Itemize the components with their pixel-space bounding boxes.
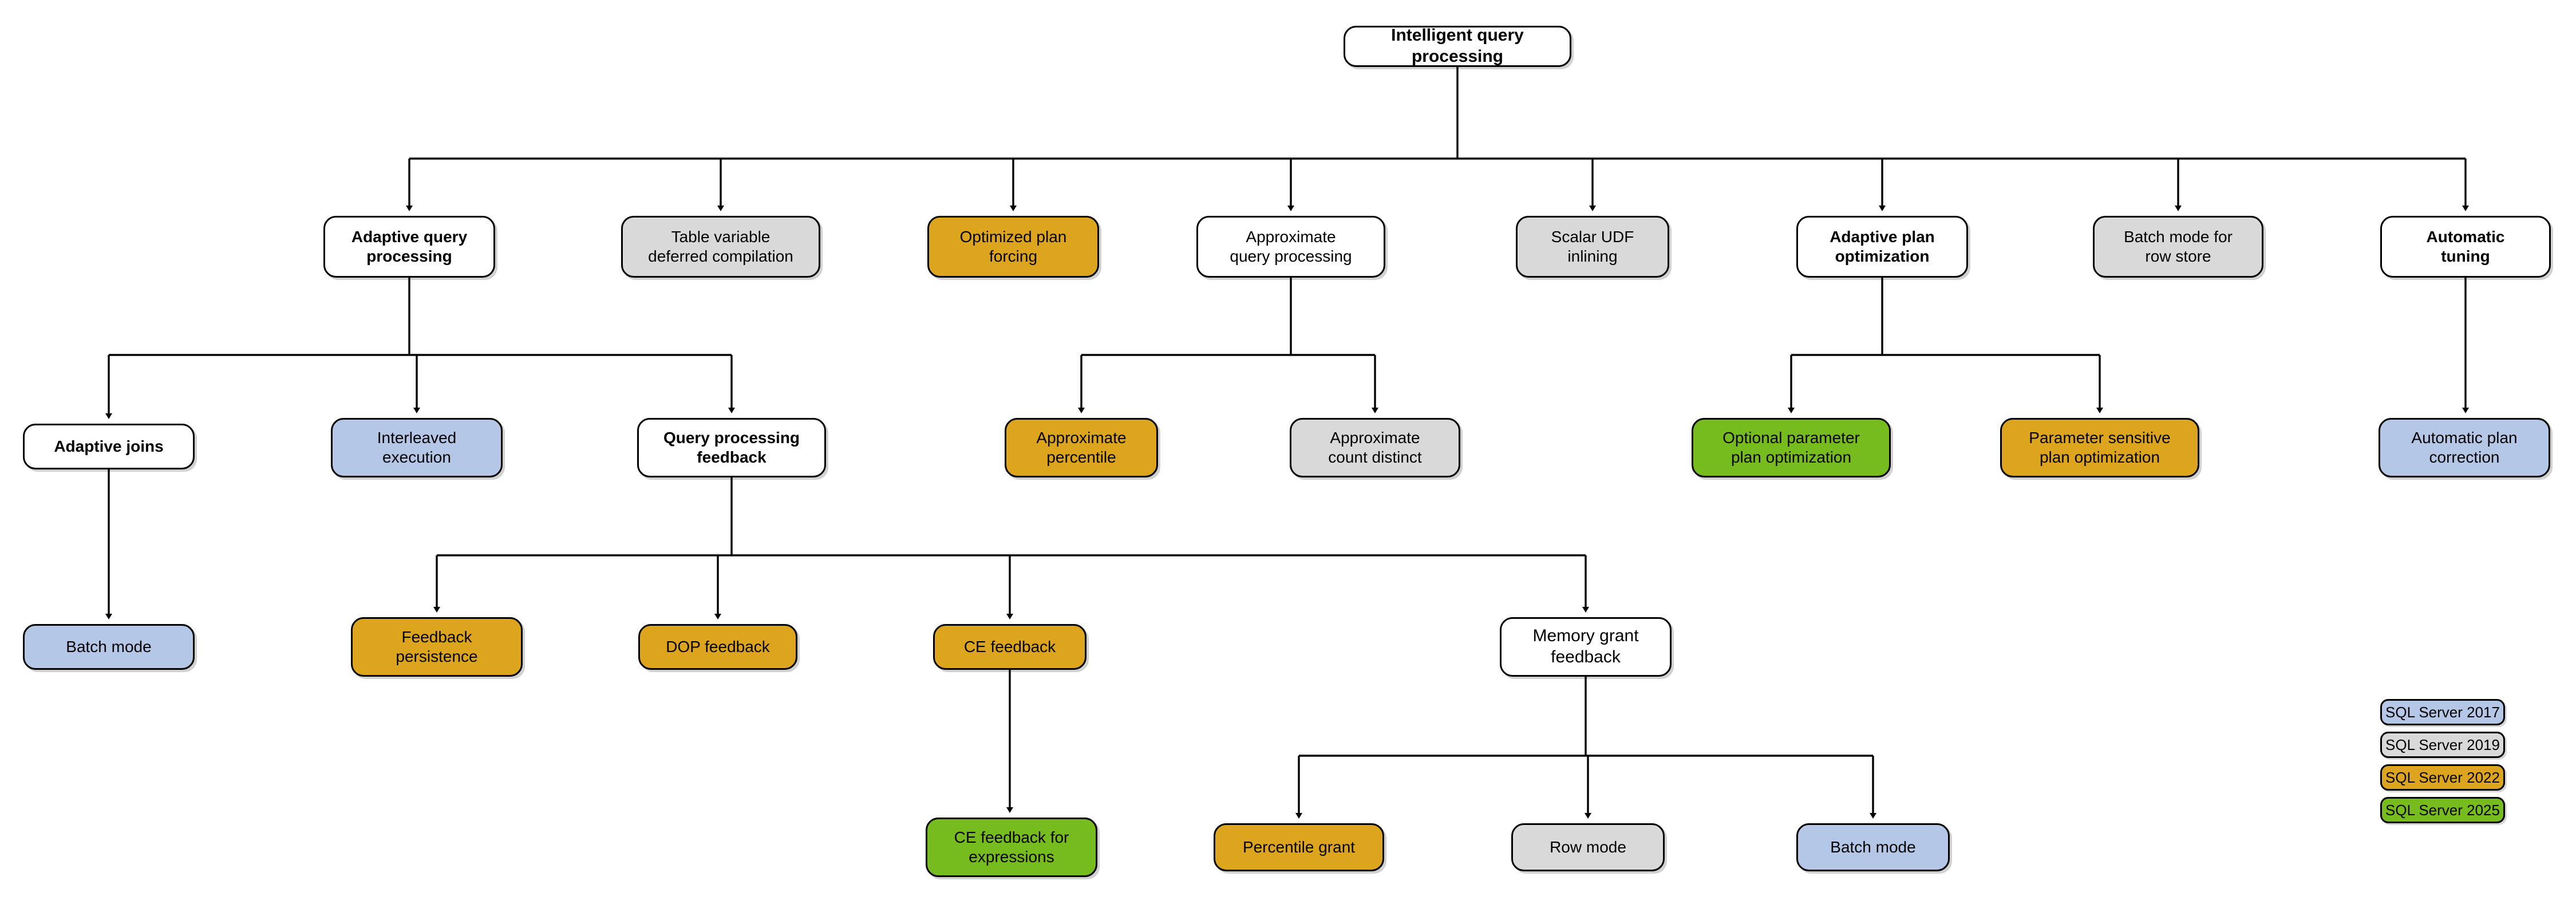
- node-psp[interactable]: Parameter sensitive plan optimization: [2000, 418, 2199, 477]
- node-memgrant[interactable]: Memory grant feedback: [1500, 617, 1672, 677]
- node-label-dopfeedback: DOP feedback: [666, 637, 770, 656]
- node-label-tvdc: Table variable deferred compilation: [648, 227, 793, 265]
- node-adaptivejoins[interactable]: Adaptive joins: [23, 424, 195, 469]
- node-pctgrant[interactable]: Percentile grant: [1214, 823, 1384, 871]
- node-approxpct[interactable]: Approximate percentile: [1005, 418, 1158, 477]
- node-aqp[interactable]: Adaptive query processing: [323, 216, 495, 278]
- node-apo[interactable]: Adaptive plan optimization: [1796, 216, 1968, 278]
- node-autotune[interactable]: Automatic tuning: [2380, 216, 2551, 278]
- node-approxcount[interactable]: Approximate count distinct: [1290, 418, 1460, 477]
- node-sudf[interactable]: Scalar UDF inlining: [1516, 216, 1669, 278]
- node-label-batchmode2: Batch mode: [1830, 838, 1916, 856]
- node-bmrs[interactable]: Batch mode for row store: [2093, 216, 2263, 278]
- node-label-approxcount: Approximate count distinct: [1328, 428, 1422, 466]
- node-opf[interactable]: Optimized plan forcing: [927, 216, 1099, 278]
- node-label-sudf: Scalar UDF inlining: [1551, 227, 1634, 265]
- node-interleaved[interactable]: Interleaved execution: [331, 418, 503, 477]
- node-label-qpfeedback: Query processing feedback: [663, 428, 800, 466]
- node-label-rowmode: Row mode: [1550, 838, 1626, 856]
- node-dopfeedback[interactable]: DOP feedback: [638, 624, 797, 670]
- node-label-autoplancorr: Automatic plan correction: [2411, 428, 2518, 466]
- node-label-root: Intelligent query processing: [1391, 26, 1524, 66]
- node-label-cefeedback: CE feedback: [963, 637, 1056, 656]
- node-label-memgrant: Memory grant feedback: [1532, 626, 1639, 666]
- node-label-batchmode1: Batch mode: [66, 637, 152, 656]
- legend-item-sql-server-2025: SQL Server 2025: [2380, 797, 2505, 823]
- node-label-approxqp: Approximate query processing: [1230, 227, 1352, 265]
- node-feedbackpersist[interactable]: Feedback persistence: [351, 617, 523, 677]
- legend-item-sql-server-2022: SQL Server 2022: [2380, 764, 2505, 791]
- node-root[interactable]: Intelligent query processing: [1344, 26, 1571, 67]
- node-label-cefeedbackexpr: CE feedback for expressions: [954, 828, 1069, 866]
- legend-item-sql-server-2017: SQL Server 2017: [2380, 699, 2505, 725]
- node-autoplancorr[interactable]: Automatic plan correction: [2379, 418, 2550, 477]
- node-label-psp: Parameter sensitive plan optimization: [2029, 428, 2171, 466]
- legend-item-sql-server-2019: SQL Server 2019: [2380, 732, 2505, 758]
- node-label-autotune: Automatic tuning: [2426, 227, 2505, 265]
- node-cefeedbackexpr[interactable]: CE feedback for expressions: [926, 818, 1097, 877]
- node-label-aqp: Adaptive query processing: [351, 227, 468, 265]
- node-label-optparam: Optional parameter plan optimization: [1722, 428, 1860, 466]
- node-batchmode2[interactable]: Batch mode: [1796, 823, 1950, 871]
- node-rowmode[interactable]: Row mode: [1511, 823, 1665, 871]
- node-label-apo: Adaptive plan optimization: [1830, 227, 1935, 265]
- node-label-feedbackpersist: Feedback persistence: [396, 627, 478, 665]
- node-label-opf: Optimized plan forcing: [959, 227, 1067, 265]
- node-label-adaptivejoins: Adaptive joins: [54, 437, 164, 455]
- node-optparam[interactable]: Optional parameter plan optimization: [1692, 418, 1891, 477]
- node-qpfeedback[interactable]: Query processing feedback: [637, 418, 826, 477]
- node-label-approxpct: Approximate percentile: [1036, 428, 1127, 466]
- node-approxqp[interactable]: Approximate query processing: [1196, 216, 1385, 278]
- node-tvdc[interactable]: Table variable deferred compilation: [621, 216, 820, 278]
- node-label-bmrs: Batch mode for row store: [2124, 227, 2233, 265]
- node-batchmode1[interactable]: Batch mode: [23, 624, 195, 670]
- node-label-pctgrant: Percentile grant: [1242, 838, 1356, 856]
- node-label-interleaved: Interleaved execution: [377, 428, 457, 466]
- node-cefeedback[interactable]: CE feedback: [933, 624, 1086, 670]
